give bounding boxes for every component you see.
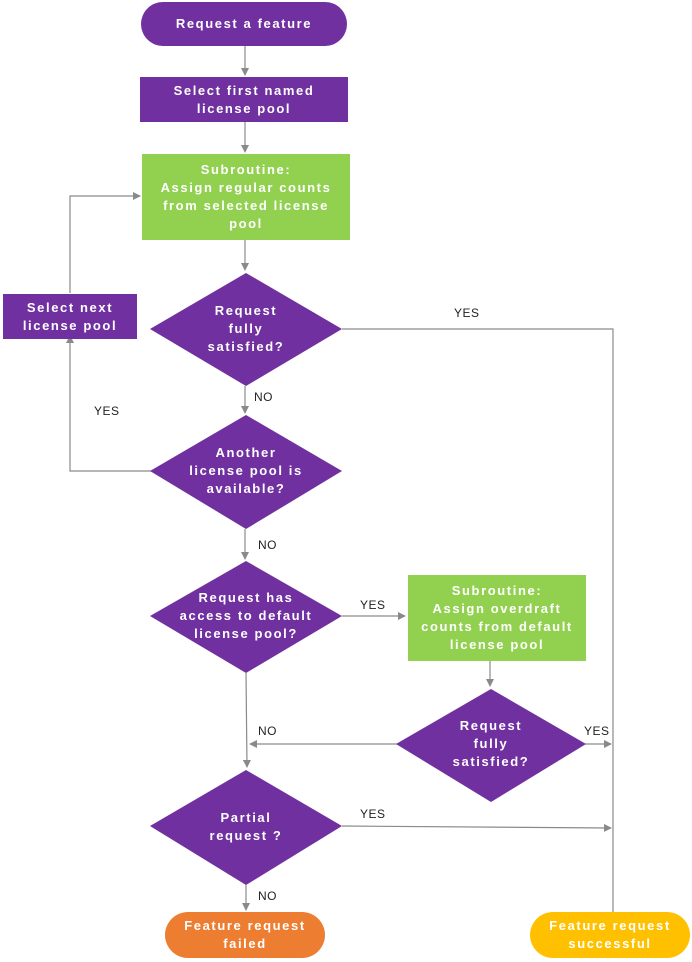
decision-partial-shape: [150, 770, 342, 885]
subroutine-regular-box: [142, 154, 350, 240]
end-successful-label: Feature request successful: [549, 918, 671, 951]
decision-default-access-label: Request has access to default license po…: [179, 590, 313, 641]
label-yes-default-access: YES: [360, 598, 386, 612]
select-next-pool-box: [3, 294, 137, 339]
start-label: Request a feature: [175, 16, 313, 31]
shapes: [3, 2, 690, 958]
select-first-pool-box: [140, 77, 348, 122]
subroutine-overdraft-label: Subroutine: Assign overdraft counts from…: [421, 583, 573, 652]
decision-fully-satisfied-1-shape: [150, 273, 342, 386]
decision-another-pool-shape: [150, 415, 342, 529]
decision-fully-satisfied-1-label: Request fully satisfied?: [207, 303, 285, 354]
edge-partial-yes: [341, 823, 612, 832]
decision-fully-satisfied-2-label: Request fully satisfied?: [452, 718, 530, 769]
connectors: [66, 46, 617, 923]
label-no-another-pool: NO: [258, 538, 277, 552]
decision-partial-label: Partial request ?: [209, 810, 283, 843]
label-no-satisfied-2: NO: [258, 724, 277, 738]
label-no-partial: NO: [258, 889, 277, 903]
end-failed-label: Feature request failed: [184, 918, 306, 951]
decision-default-access-shape: [150, 561, 342, 673]
label-no-satisfied-1: NO: [254, 390, 273, 404]
decision-fully-satisfied-2-shape: [396, 689, 586, 802]
subroutine-overdraft-box: [408, 575, 586, 661]
label-yes-another-pool: YES: [94, 404, 120, 418]
label-yes-partial: YES: [360, 807, 386, 821]
decision-another-pool-label: Another license pool is available?: [189, 445, 303, 496]
select-next-pool-label: Select next license pool: [22, 299, 118, 333]
start-terminator-shape: [141, 2, 347, 46]
label-yes-satisfied-2: YES: [584, 724, 610, 738]
subroutine-regular-label: Subroutine: Assign regular counts from s…: [160, 162, 332, 231]
edge-satisfied-1-yes: [342, 328, 617, 923]
end-successful-terminator-shape: [530, 912, 690, 958]
edge-select-next-to-subroutine: [69, 192, 141, 293]
label-yes-satisfied-1: YES: [454, 306, 480, 320]
end-failed-terminator-shape: [165, 912, 325, 958]
edge-default-access-down: [242, 672, 251, 768]
edge-another-pool-yes: [66, 335, 152, 472]
select-first-pool-label: Select first named license pool: [173, 82, 315, 116]
